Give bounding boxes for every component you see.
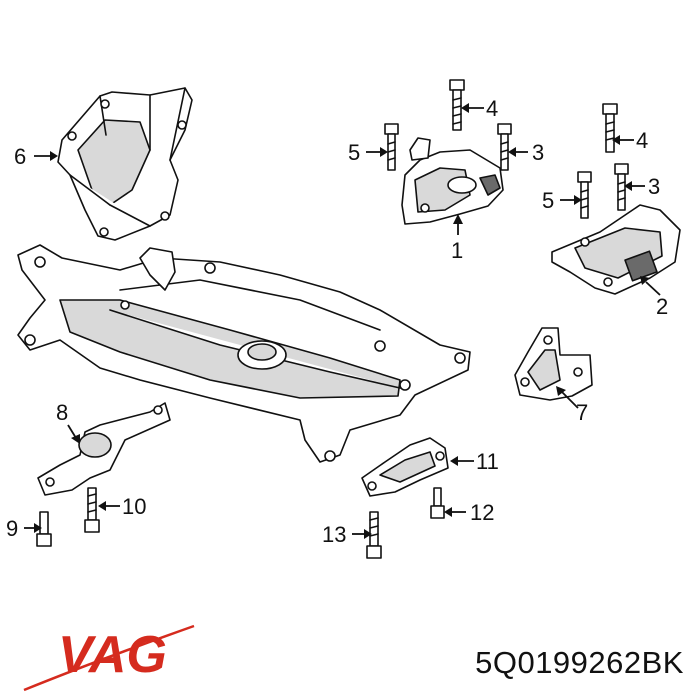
- svg-text:4: 4: [636, 128, 648, 153]
- callout-13: 13: [322, 522, 372, 547]
- callout-3a: 3: [508, 140, 544, 165]
- svg-text:4: 4: [486, 96, 498, 121]
- svg-text:7: 7: [576, 400, 588, 425]
- bolt-10: [84, 487, 100, 533]
- part-11-plate: [361, 437, 449, 497]
- part-7-bracket: [514, 327, 593, 401]
- bolt-5b: [577, 171, 592, 219]
- bolt-12: [430, 487, 445, 519]
- part-number: 5Q0199262BK: [475, 645, 684, 680]
- bolt-9: [36, 511, 52, 547]
- svg-text:VAG: VAG: [58, 626, 167, 684]
- callout-5b: 5: [542, 188, 582, 213]
- callout-1: 1: [451, 214, 463, 263]
- svg-text:10: 10: [122, 494, 146, 519]
- callout-4a: 4: [461, 96, 498, 121]
- callout-11: 11: [450, 449, 499, 474]
- svg-text:3: 3: [532, 140, 544, 165]
- bolt-3b: [614, 163, 629, 211]
- svg-text:2: 2: [656, 294, 668, 319]
- callout-6: 6: [14, 144, 58, 169]
- callout-7: 7: [556, 386, 588, 425]
- callout-12: 12: [444, 500, 494, 525]
- bolt-4a: [449, 79, 465, 131]
- svg-text:6: 6: [14, 144, 26, 169]
- part-6-bracket: [57, 87, 193, 241]
- callout-2: 2: [640, 276, 668, 319]
- subframe: [17, 244, 471, 463]
- bolt-4b: [602, 103, 618, 153]
- svg-text:8: 8: [56, 400, 68, 425]
- svg-text:1: 1: [451, 238, 463, 263]
- bolt-3a: [497, 123, 512, 171]
- svg-text:3: 3: [648, 174, 660, 199]
- svg-text:13: 13: [322, 522, 346, 547]
- part-1-mount: [401, 137, 504, 225]
- vag-logo: VAG: [23, 624, 195, 692]
- callout-8: 8: [56, 400, 80, 444]
- callout-4b: 4: [612, 128, 648, 153]
- callout-5a: 5: [348, 140, 388, 165]
- bolt-5a: [384, 123, 399, 171]
- svg-text:9: 9: [6, 516, 18, 541]
- part-2-mount: [551, 204, 681, 295]
- callout-3b: 3: [624, 174, 660, 199]
- bolt-13: [366, 511, 382, 559]
- part-8-torque-support: [37, 402, 171, 496]
- svg-text:5: 5: [348, 140, 360, 165]
- svg-text:11: 11: [476, 449, 499, 474]
- callout-9: 9: [6, 516, 42, 541]
- callout-10: 10: [98, 494, 146, 519]
- svg-text:5: 5: [542, 188, 554, 213]
- svg-text:12: 12: [470, 500, 494, 525]
